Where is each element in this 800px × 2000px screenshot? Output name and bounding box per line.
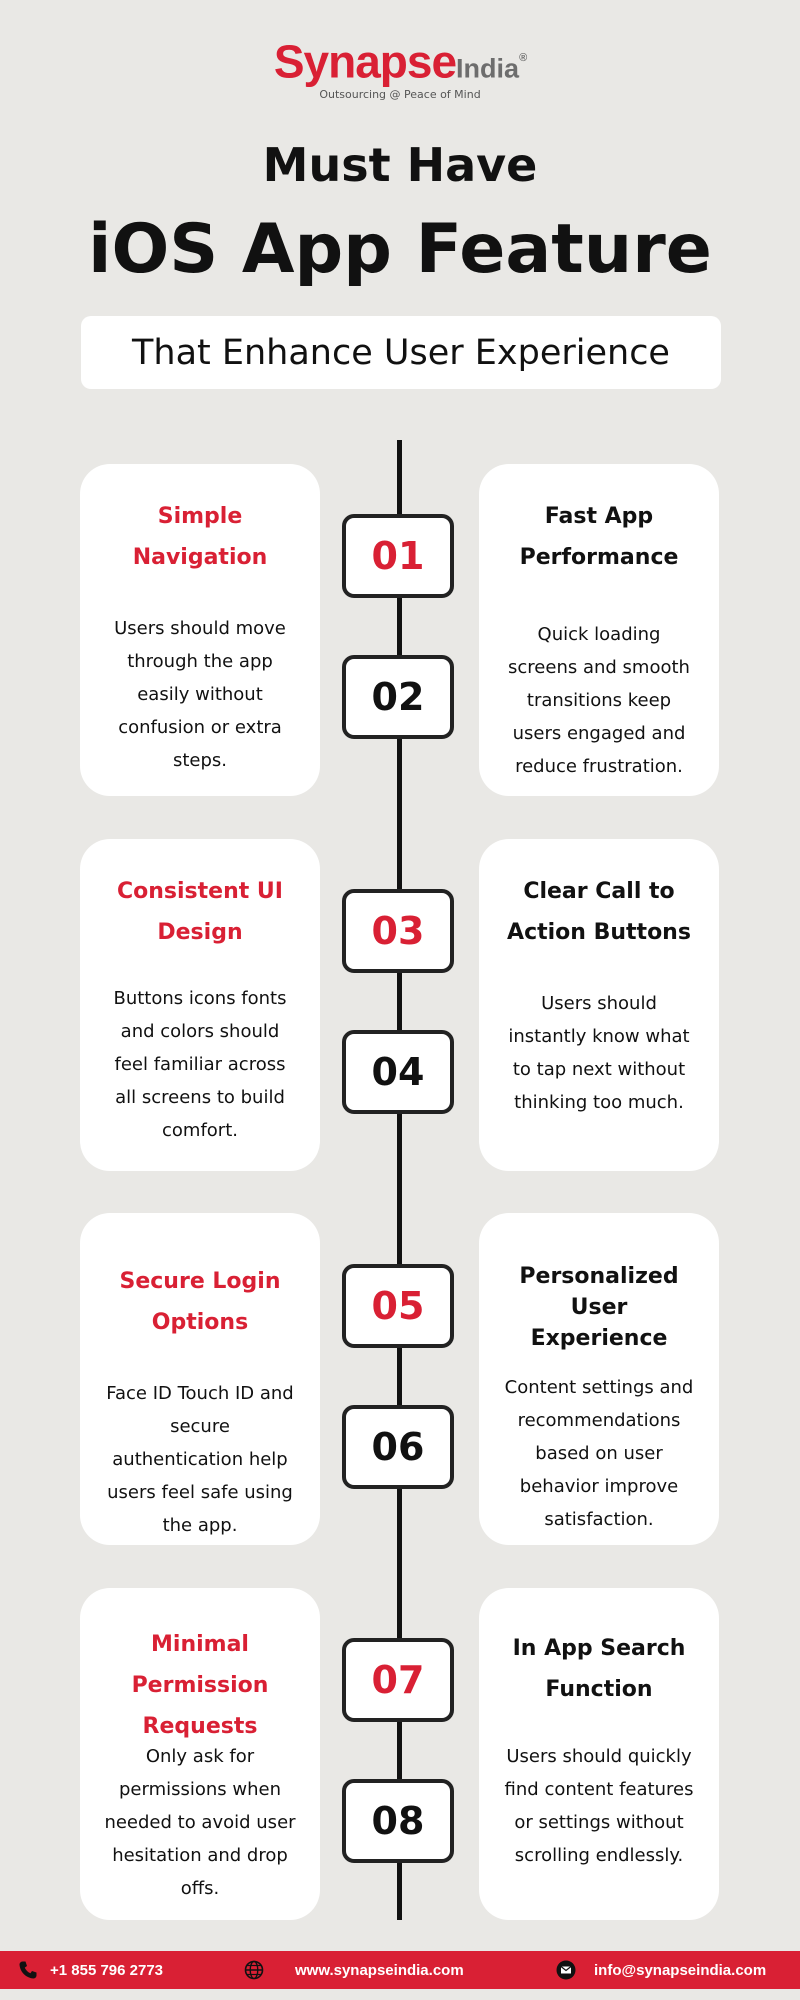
feature-title: Minimal Permission Requests bbox=[90, 1624, 310, 1747]
feature-card-04: Clear Call to Action Buttons Users shoul… bbox=[479, 839, 719, 1171]
feature-title: Fast App Performance bbox=[489, 496, 709, 578]
feature-title: Simple Navigation bbox=[90, 496, 310, 578]
logo-synapse-text: Synapse bbox=[273, 35, 457, 88]
page-subtitle-text: That Enhance User Experience bbox=[132, 332, 670, 373]
logo-tagline: Outsourcing @ Peace of Mind bbox=[319, 88, 481, 102]
feature-title-line1: Fast App bbox=[544, 504, 654, 529]
feature-number-05: 05 bbox=[342, 1264, 454, 1348]
feature-description: Buttons icons fonts and colors should fe… bbox=[113, 988, 287, 1141]
feature-title: Clear Call to Action Buttons bbox=[489, 871, 709, 953]
feature-title-line2: Action Buttons bbox=[507, 920, 691, 945]
mail-icon bbox=[556, 1960, 576, 1980]
feature-title-line1: Simple bbox=[157, 504, 243, 529]
feature-card-02: Fast App Performance Quick loading scree… bbox=[479, 464, 719, 796]
globe-icon bbox=[244, 1960, 264, 1980]
footer-website[interactable]: www.synapseindia.com bbox=[244, 1951, 464, 1989]
page-subtitle: That Enhance User Experience bbox=[81, 316, 721, 389]
feature-card-07: Minimal Permission Requests Only ask for… bbox=[80, 1588, 320, 1920]
feature-description: Users should instantly know what to tap … bbox=[508, 993, 690, 1113]
feature-title-line2: Function bbox=[545, 1677, 653, 1702]
page-title-line1: Must Have bbox=[262, 138, 538, 192]
feature-title: Secure Login Options bbox=[90, 1261, 310, 1343]
feature-description: Users should quickly find content featur… bbox=[504, 1746, 694, 1866]
feature-card-01: Simple Navigation Users should move thro… bbox=[80, 464, 320, 796]
feature-title: Personalized User Experience bbox=[489, 1261, 709, 1354]
feature-card-03: Consistent UI Design Buttons icons fonts… bbox=[80, 839, 320, 1171]
feature-card-08: In App Search Function Users should quic… bbox=[479, 1588, 719, 1920]
footer-website-text: www.synapseindia.com bbox=[295, 1961, 464, 1979]
footer-phone-text: +1 855 796 2773 bbox=[50, 1961, 164, 1979]
logo-wordmark: SynapseIndia® bbox=[0, 30, 800, 96]
feature-description: Users should move through the app easily… bbox=[114, 618, 286, 771]
feature-number-03: 03 bbox=[342, 889, 454, 973]
feature-title-line1: In App Search bbox=[512, 1636, 686, 1661]
logo-registered-mark: ® bbox=[519, 52, 527, 64]
feature-title-line1: Minimal Permission bbox=[131, 1632, 269, 1698]
feature-description: Face ID Touch ID and secure authenticati… bbox=[106, 1383, 294, 1536]
footer-email-text: info@synapseindia.com bbox=[594, 1961, 767, 1979]
page-title-line2: iOS App Feature bbox=[88, 210, 712, 289]
feature-title: In App Search Function bbox=[489, 1628, 709, 1710]
footer-phone[interactable]: +1 855 796 2773 bbox=[18, 1951, 163, 1989]
feature-number-08: 08 bbox=[342, 1779, 454, 1863]
timeline-line bbox=[397, 440, 402, 1920]
feature-title-line2: Performance bbox=[519, 545, 679, 570]
contact-footer: +1 855 796 2773 www.synapseindia.com inf… bbox=[0, 1951, 800, 1989]
feature-title-line1: Personalized User bbox=[519, 1264, 679, 1320]
feature-number-04: 04 bbox=[342, 1030, 454, 1114]
feature-card-05: Secure Login Options Face ID Touch ID an… bbox=[80, 1213, 320, 1545]
feature-title-line2: Experience bbox=[530, 1326, 668, 1351]
logo-india-text: India bbox=[456, 53, 520, 84]
feature-title-line1: Consistent UI bbox=[117, 879, 283, 904]
feature-title-line2: Navigation bbox=[132, 545, 268, 570]
feature-description: Only ask for permissions when needed to … bbox=[104, 1746, 296, 1899]
feature-title-line1: Secure Login bbox=[119, 1269, 281, 1294]
footer-email[interactable]: info@synapseindia.com bbox=[556, 1951, 766, 1989]
feature-title-line2: Requests bbox=[142, 1714, 258, 1739]
feature-title-line2: Design bbox=[157, 920, 243, 945]
feature-description: Quick loading screens and smooth transit… bbox=[508, 624, 690, 777]
phone-icon bbox=[18, 1960, 38, 1980]
brand-logo: SynapseIndia® Outsourcing @ Peace of Min… bbox=[0, 30, 800, 101]
feature-number-01: 01 bbox=[342, 514, 454, 598]
feature-number-06: 06 bbox=[342, 1405, 454, 1489]
feature-description: Content settings and recommendations bas… bbox=[504, 1377, 694, 1530]
feature-title-line1: Clear Call to bbox=[523, 879, 675, 904]
feature-title-line2: Options bbox=[151, 1310, 249, 1335]
feature-number-07: 07 bbox=[342, 1638, 454, 1722]
feature-title: Consistent UI Design bbox=[90, 871, 310, 953]
feature-number-02: 02 bbox=[342, 655, 454, 739]
feature-card-06: Personalized User Experience Content set… bbox=[479, 1213, 719, 1545]
